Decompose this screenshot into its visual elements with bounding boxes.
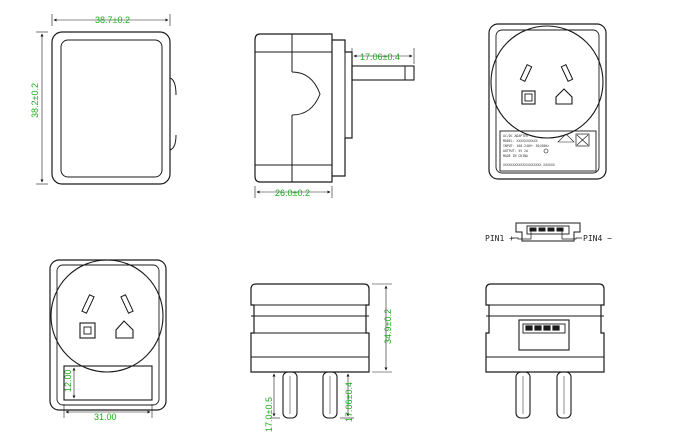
- side-depth-dim: 26.0±0.2: [275, 188, 310, 198]
- face-body-outer: [488, 23, 607, 180]
- rating-line-1: AC/DC ADAPTER: [503, 134, 528, 138]
- rating-line-2: MODEL: XXXXXXXXXXX: [503, 139, 538, 143]
- plug-pin-b-dim: 17.06±0.4: [344, 382, 354, 422]
- side-plug-shoulder: [332, 39, 353, 177]
- plug-pin-a-dim: 17.0±0.5: [264, 397, 274, 432]
- usb-pin1-label: PIN1 +: [485, 234, 514, 243]
- usb-side-view: [485, 283, 605, 419]
- usb-port-outline: [515, 222, 581, 242]
- plug-face-view: [488, 23, 607, 180]
- side-pin-length-dim: 17.06±0.4: [360, 52, 400, 62]
- plug-pin-left: [282, 371, 298, 419]
- side-pin: [351, 65, 415, 81]
- front-body-outer: [51, 31, 171, 185]
- bottom-front-height-dim: 12.00: [63, 369, 73, 392]
- front-label-box: [63, 365, 153, 401]
- usb-pin4-label: PIN4 −: [583, 234, 612, 243]
- front-view: [36, 14, 177, 185]
- front-height-dim: 38.2±0.2: [30, 83, 40, 118]
- rating-label-text: AC/DC ADAPTER MODEL: XXXXXXXXXXX INPUT: …: [503, 134, 555, 167]
- bottom-front-width-dim: 31.00: [94, 412, 117, 422]
- front-body-inner: [60, 39, 163, 178]
- face-socket-circle: [490, 25, 604, 139]
- usb-port-detail: [512, 222, 582, 242]
- front-socket-view: [49, 259, 167, 418]
- usb-slot-outer: [518, 319, 570, 351]
- rating-line-4: OUTPUT: 5V 2A: [503, 149, 528, 153]
- rating-line-6: XXXXXXXXXXXXXXXXXXXX XXXXXX: [503, 163, 555, 167]
- front-socket-circle: [50, 259, 164, 373]
- plug-bottom-body: [250, 283, 370, 373]
- rating-line-3: INPUT: 100-240V~ 50/60Hz: [503, 144, 549, 148]
- usb-side-body: [485, 283, 605, 373]
- front-width-dim: 38.7±0.2: [95, 15, 130, 25]
- plug-pin-right: [322, 371, 338, 419]
- side-body: [254, 33, 333, 183]
- plug-bottom-view: [250, 283, 392, 419]
- rating-line-5: MADE IN CHINA: [503, 154, 528, 158]
- rating-label: [499, 130, 597, 172]
- plug-height-dim: 34.9±0.2: [383, 309, 393, 344]
- side-view: [254, 33, 415, 198]
